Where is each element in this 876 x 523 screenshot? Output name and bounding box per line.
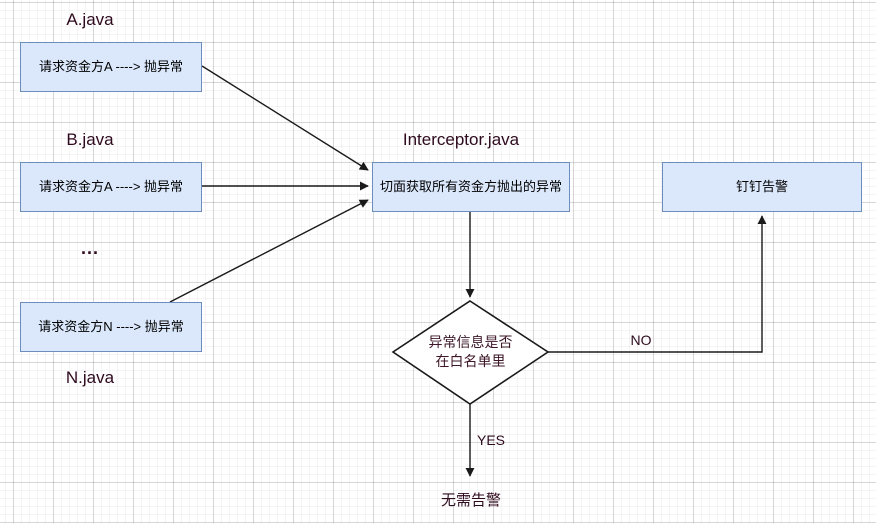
node-a-box-label: 请求资金方A ----> 抛异常 [38, 58, 184, 74]
end-label: 无需告警 [440, 492, 501, 509]
edge-decision-no-to-dingding [548, 215, 767, 353]
edge-label-no: NO [630, 332, 652, 348]
node-a-box[interactable]: 请求资金方A ----> 抛异常 [20, 42, 202, 92]
node-n-title: N.java [65, 368, 115, 387]
interceptor-box[interactable]: 切面获取所有资金方抛出的异常 [372, 162, 570, 212]
decision-label-line1: 异常信息是否 [428, 334, 513, 351]
node-a-title: A.java [66, 10, 114, 29]
node-b-box[interactable]: 请求资金方A ----> 抛异常 [20, 162, 202, 212]
interceptor-title: Interceptor.java [402, 130, 520, 149]
decision-label-line2: 在白名单里 [435, 353, 506, 369]
dingding-alert-box[interactable]: 钉钉告警 [662, 162, 862, 212]
edge-a-to-interceptor [201, 65, 369, 171]
decision-label: 异常信息是否 在白名单里 [393, 325, 548, 379]
edge-label-yes: YES [476, 432, 505, 448]
node-n-box[interactable]: 请求资金方N ----> 抛异常 [20, 302, 202, 352]
interceptor-box-label: 切面获取所有资金方抛出的异常 [379, 178, 562, 194]
ellipsis-label: ... [80, 238, 99, 258]
edge-n-to-interceptor [169, 199, 369, 303]
node-b-box-label: 请求资金方A ----> 抛异常 [38, 178, 184, 194]
node-b-title: B.java [66, 130, 114, 149]
node-n-box-label: 请求资金方N ----> 抛异常 [38, 318, 184, 334]
dingding-alert-label: 钉钉告警 [735, 178, 788, 194]
decision-diamond-shape[interactable] [391, 300, 550, 405]
